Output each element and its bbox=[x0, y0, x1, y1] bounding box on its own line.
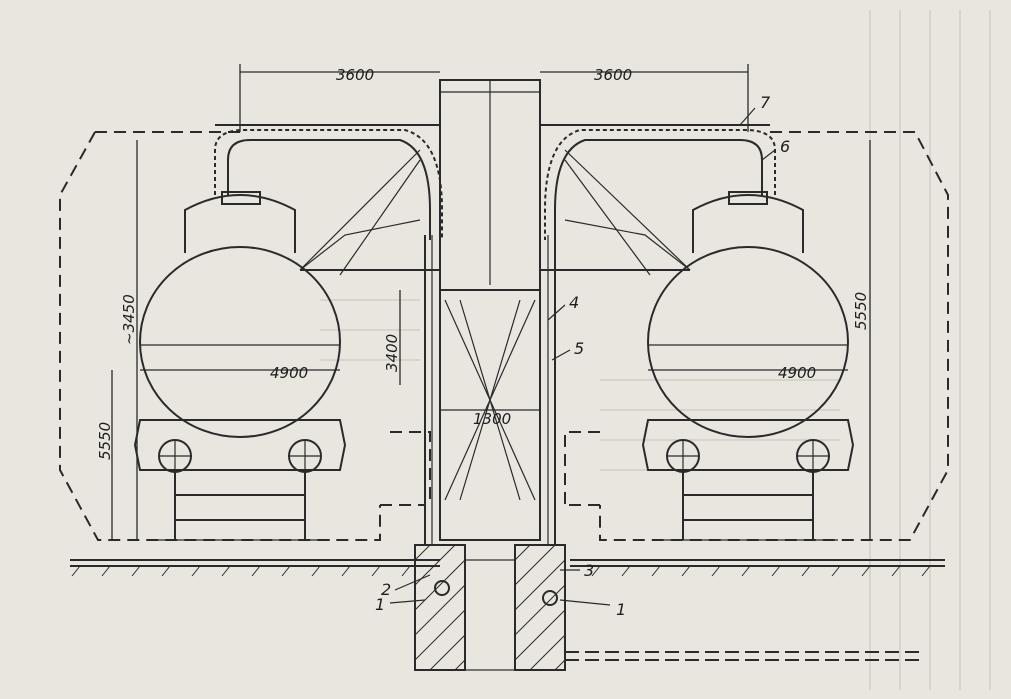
dim-tank-height-left: ~3450 bbox=[120, 294, 138, 345]
ground-line bbox=[70, 559, 945, 577]
wheel-right-1 bbox=[666, 439, 700, 473]
callout-6: 6 bbox=[780, 137, 790, 156]
dimension-lines bbox=[111, 64, 871, 540]
dim-tank-width-right: 4900 bbox=[778, 364, 816, 382]
bleed-through-texture bbox=[320, 10, 991, 690]
callout-5: 5 bbox=[574, 339, 584, 358]
loading-hose-right bbox=[544, 129, 776, 240]
tank-car-right bbox=[641, 191, 855, 541]
dim-column-width: 1300 bbox=[473, 410, 511, 428]
dim-overall-height-left: 5550 bbox=[96, 422, 114, 460]
callout-3: 2 bbox=[381, 580, 391, 599]
dim-span-right: 3600 bbox=[594, 66, 632, 84]
clearance-gauge-right bbox=[564, 131, 949, 541]
dim-span-left: 3600 bbox=[336, 66, 374, 84]
callout-4: 4 bbox=[569, 293, 579, 312]
canopy-arms bbox=[215, 124, 770, 276]
dim-tank-height-right: 5550 bbox=[852, 292, 870, 330]
callout-1-right: 1 bbox=[616, 600, 626, 619]
clearance-gauge-left bbox=[59, 131, 431, 541]
tank-car-left bbox=[133, 191, 347, 541]
dim-column-height: 3400 bbox=[383, 334, 401, 372]
wheel-left-1 bbox=[158, 439, 192, 473]
callouts bbox=[389, 107, 776, 606]
callout-1-left: 1 bbox=[375, 595, 385, 614]
callout-7: 7 bbox=[760, 93, 771, 112]
foundation bbox=[414, 544, 920, 671]
dim-tank-width-left: 4900 bbox=[270, 364, 308, 382]
wheel-left-2 bbox=[288, 439, 322, 473]
wheel-right-2 bbox=[796, 439, 830, 473]
loading-hose-left bbox=[214, 129, 443, 240]
callout-2: 3 bbox=[584, 561, 594, 580]
central-column bbox=[424, 79, 556, 545]
